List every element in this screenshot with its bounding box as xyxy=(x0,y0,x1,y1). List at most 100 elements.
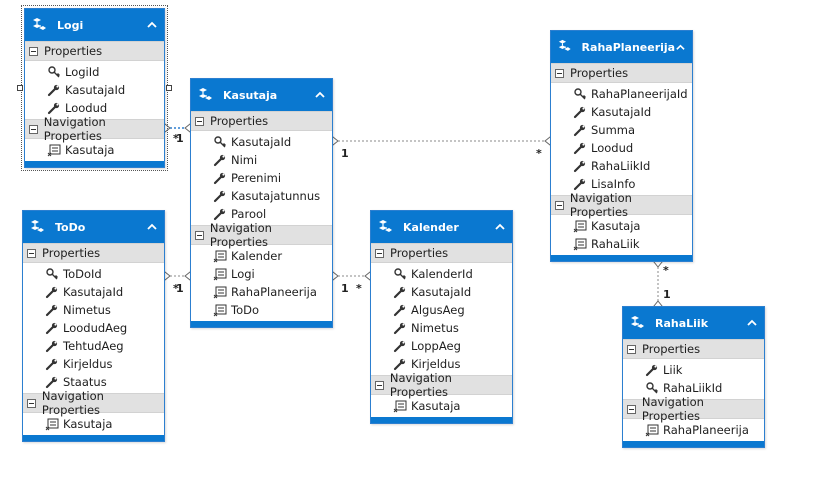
navigation-property-icon xyxy=(213,267,227,281)
property-item[interactable]: KasutajaId xyxy=(371,283,512,301)
property-item[interactable]: RahaLiikId xyxy=(623,379,764,397)
property-item[interactable]: KasutajaId xyxy=(191,133,332,151)
navigation-item[interactable]: RahaPlaneerija xyxy=(623,421,764,439)
section-header[interactable]: Properties xyxy=(371,243,512,263)
entity-header[interactable]: Kalender xyxy=(371,211,512,243)
collapse-toggle-icon[interactable] xyxy=(627,344,636,354)
property-item[interactable]: LogiId xyxy=(25,63,164,81)
entity-footer xyxy=(371,417,512,423)
multiplicity-label: 1 xyxy=(663,288,671,301)
property-item[interactable]: LoppAeg xyxy=(371,337,512,355)
multiplicity-label: 1 xyxy=(176,132,184,145)
collapse-toggle-icon[interactable] xyxy=(195,116,204,126)
wrench-icon xyxy=(213,171,227,185)
property-name: KasutajaId xyxy=(231,135,292,149)
navigation-item[interactable]: ToDo xyxy=(191,301,332,319)
collapse-toggle-icon[interactable] xyxy=(27,398,36,408)
navigation-name: Kasutaja xyxy=(411,399,461,413)
property-item[interactable]: KasutajaId xyxy=(23,283,164,301)
collapse-toggle-icon[interactable] xyxy=(27,248,36,258)
property-item[interactable]: Kirjeldus xyxy=(23,355,164,373)
entity-header[interactable]: RahaPlaneerija xyxy=(551,31,692,63)
multiplicity-label: * xyxy=(356,282,362,295)
property-item[interactable]: Nimi xyxy=(191,151,332,169)
collapse-toggle-icon[interactable] xyxy=(195,230,204,240)
property-item[interactable]: AlgusAeg xyxy=(371,301,512,319)
section-header[interactable]: Properties xyxy=(191,111,332,131)
key-icon xyxy=(573,87,587,101)
entity-header[interactable]: RahaLiik xyxy=(623,307,764,339)
navigation-item[interactable]: RahaPlaneerija xyxy=(191,283,332,301)
property-item[interactable]: KasutajaId xyxy=(25,81,164,99)
collapse-chevron-icon[interactable] xyxy=(146,20,158,30)
property-item[interactable]: Kasutajatunnus xyxy=(191,187,332,205)
section-header[interactable]: Properties xyxy=(623,339,764,359)
navigation-item[interactable]: Kalender xyxy=(191,247,332,265)
selection-handle[interactable] xyxy=(166,85,172,91)
collapse-toggle-icon[interactable] xyxy=(627,404,636,414)
navigation-item[interactable]: Kasutaja xyxy=(371,397,512,415)
property-item[interactable]: Perenimi xyxy=(191,169,332,187)
navigation-item[interactable]: RahaLiik xyxy=(551,235,692,253)
property-item[interactable]: ToDoId xyxy=(23,265,164,283)
section-header[interactable]: Navigation Properties xyxy=(551,191,692,219)
property-item[interactable]: RahaPlaneerijaId xyxy=(551,85,692,103)
collapse-toggle-icon[interactable] xyxy=(555,200,564,210)
navigation-property-icon xyxy=(573,237,587,251)
section-header[interactable]: Navigation Properties xyxy=(371,371,512,399)
navigation-name: ToDo xyxy=(231,303,259,317)
collapse-toggle-icon[interactable] xyxy=(555,68,564,78)
collapse-chevron-icon[interactable] xyxy=(314,90,326,100)
wrench-icon xyxy=(45,303,59,317)
property-item[interactable]: KasutajaId xyxy=(551,103,692,121)
property-item[interactable]: LoodudAeg xyxy=(23,319,164,337)
property-name: Loodud xyxy=(591,141,634,155)
collapse-toggle-icon[interactable] xyxy=(375,248,384,258)
property-item[interactable]: Loodud xyxy=(551,139,692,157)
collapse-toggle-icon[interactable] xyxy=(375,380,384,390)
property-item[interactable]: Liik xyxy=(623,361,764,379)
property-name: TehtudAeg xyxy=(63,339,124,353)
navigation-property-icon xyxy=(45,417,59,431)
property-item[interactable]: Staatus xyxy=(23,373,164,391)
collapse-chevron-icon[interactable] xyxy=(675,42,686,52)
section-header[interactable]: Navigation Properties xyxy=(623,395,764,423)
section-header[interactable]: Navigation Properties xyxy=(25,115,164,143)
selection-handle[interactable] xyxy=(17,85,23,91)
property-item[interactable]: LisaInfo xyxy=(551,175,692,193)
entity-header[interactable]: Logi xyxy=(25,9,164,41)
property-item[interactable]: Summa xyxy=(551,121,692,139)
collapse-chevron-icon[interactable] xyxy=(746,318,758,328)
collapse-chevron-icon[interactable] xyxy=(146,222,158,232)
navigation-item[interactable]: Kasutaja xyxy=(551,217,692,235)
property-item[interactable]: Nimetus xyxy=(23,301,164,319)
property-item[interactable]: KalenderId xyxy=(371,265,512,283)
property-item[interactable]: Loodud xyxy=(25,99,164,117)
property-item[interactable]: RahaLiikId xyxy=(551,157,692,175)
section-header[interactable]: Navigation Properties xyxy=(23,389,164,417)
section-header[interactable]: Properties xyxy=(25,41,164,61)
navigation-item[interactable]: Kasutaja xyxy=(25,141,164,159)
navigation-item[interactable]: Logi xyxy=(191,265,332,283)
collapse-chevron-icon[interactable] xyxy=(494,222,506,232)
property-item[interactable]: TehtudAeg xyxy=(23,337,164,355)
navigation-name: Kasutaja xyxy=(65,143,115,157)
collapse-toggle-icon[interactable] xyxy=(29,124,38,134)
section-header[interactable]: Properties xyxy=(551,63,692,83)
entity-header[interactable]: ToDo xyxy=(23,211,164,243)
entity-header[interactable]: Kasutaja xyxy=(191,79,332,111)
property-item[interactable]: Parool xyxy=(191,205,332,223)
section-header[interactable]: Properties xyxy=(23,243,164,263)
navigation-item[interactable]: Kasutaja xyxy=(23,415,164,433)
property-item[interactable]: Nimetus xyxy=(371,319,512,337)
section-header[interactable]: Navigation Properties xyxy=(191,221,332,249)
property-item[interactable]: Kirjeldus xyxy=(371,355,512,373)
collapse-toggle-icon[interactable] xyxy=(29,46,38,56)
